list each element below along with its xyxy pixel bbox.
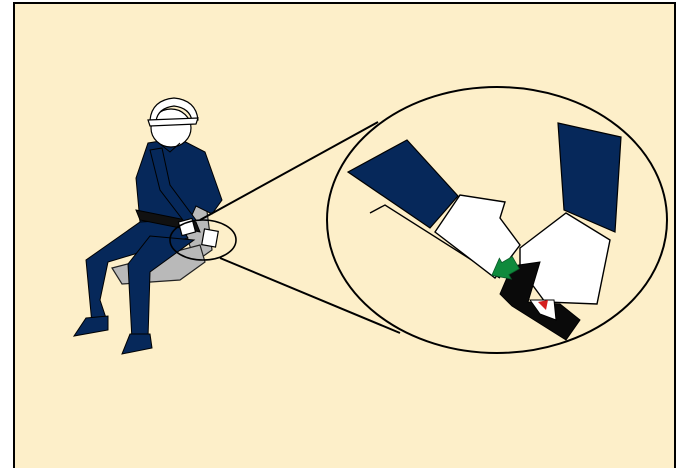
- detail-sleeve-right: [557, 122, 622, 233]
- detail-latch-red: [538, 300, 548, 310]
- highlight-ellipse: [169, 219, 237, 261]
- detail-glove-left: [434, 194, 521, 279]
- worker-glove-left: [177, 217, 197, 237]
- detail-latch-plate: [529, 299, 557, 321]
- detail-buckle: [499, 261, 581, 341]
- worker-boot-right: [121, 333, 153, 355]
- detail-seat-edge: [369, 204, 501, 279]
- hard-hat-brim: [147, 117, 199, 127]
- worker-boot-left: [72, 315, 109, 337]
- zoom-line-bottom: [219, 257, 401, 334]
- detail-sleeve-left: [346, 139, 459, 229]
- zoom-line-top: [199, 121, 379, 221]
- worker-collar: [159, 142, 181, 153]
- magnified-detail: [346, 122, 622, 341]
- worker-glove-right: [201, 228, 219, 248]
- seated-worker-icon: [72, 97, 223, 355]
- push-arrow-icon: [491, 256, 520, 280]
